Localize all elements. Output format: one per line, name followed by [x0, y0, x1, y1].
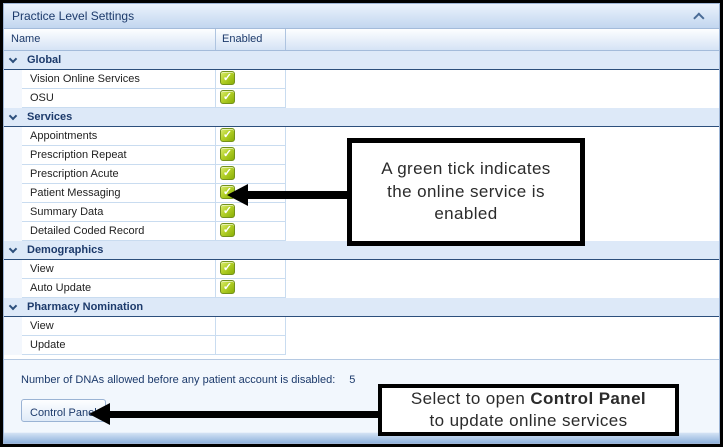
chevron-up-icon[interactable] [693, 12, 705, 24]
green-tick-icon[interactable]: ✓ [220, 280, 235, 294]
chevron-down-icon [8, 54, 18, 63]
row-indent [4, 203, 22, 222]
service-name-cell: OSU [22, 89, 216, 108]
green-tick-icon[interactable]: ✓ [220, 166, 235, 180]
table-row-view: View ✓ [4, 260, 719, 279]
column-header-enabled[interactable]: Enabled [216, 29, 286, 50]
green-tick-icon[interactable]: ✓ [220, 223, 235, 237]
chevron-down-icon [8, 244, 18, 253]
table-column-header: Name Enabled [4, 29, 719, 51]
service-name-cell: View [22, 317, 216, 336]
service-enabled-cell: ✓ [216, 146, 286, 165]
tick-annotation-arrow [245, 191, 349, 199]
service-enabled-cell: ✓ [216, 222, 286, 241]
service-enabled-cell: ✓ [216, 279, 286, 298]
cp-note-bold: Control Panel [530, 388, 647, 408]
group-label: Pharmacy Nomination [27, 301, 144, 313]
service-name-cell: Patient Messaging [22, 184, 216, 203]
row-indent [4, 184, 22, 203]
service-enabled-cell: ✓ [216, 89, 286, 108]
green-tick-icon[interactable]: ✓ [220, 71, 235, 85]
row-indent [4, 222, 22, 241]
green-tick-icon[interactable]: ✓ [220, 204, 235, 218]
dna-allowance-label: Number of DNAs allowed before any patien… [21, 374, 336, 386]
green-tick-icon[interactable]: ✓ [220, 147, 235, 161]
control-panel-annotation-line1: Select to open Control Panel [411, 388, 646, 410]
service-enabled-cell: ✓ [216, 127, 286, 146]
tick-annotation-callout: A green tick indicates the online servic… [347, 138, 585, 246]
row-indent [4, 260, 22, 279]
panel-title: Practice Level Settings [12, 9, 135, 23]
dna-allowance-value: 5 [349, 374, 356, 386]
service-enabled-cell [216, 317, 286, 336]
group-label: Services [27, 111, 73, 123]
table-row-update: Update [4, 336, 719, 355]
panel-titlebar: Practice Level Settings [4, 4, 719, 29]
panel-bottom-bar [4, 432, 719, 443]
cp-note-prefix: Select to open [410, 388, 531, 408]
green-tick-icon[interactable]: ✓ [220, 90, 235, 104]
service-name-cell: Summary Data [22, 203, 216, 222]
row-indent [4, 317, 22, 336]
green-tick-icon[interactable]: ✓ [220, 261, 235, 275]
table-row-vision-online-services: Vision Online Services ✓ [4, 70, 719, 89]
group-row-global[interactable]: Global [4, 51, 719, 70]
service-name-cell: Detailed Coded Record [22, 222, 216, 241]
control-panel-annotation-callout: Select to open Control Panel to update o… [378, 384, 679, 436]
control-panel-button[interactable]: Control Panel [21, 399, 106, 422]
group-row-pharmacy-nomination[interactable]: Pharmacy Nomination [4, 298, 719, 317]
group-row-services[interactable]: Services [4, 108, 719, 127]
service-name-cell: Update [22, 336, 216, 355]
table-row-auto-update: Auto Update ✓ [4, 279, 719, 298]
row-indent [4, 89, 22, 108]
service-name-cell: View [22, 260, 216, 279]
table-row-view: View [4, 317, 719, 336]
row-indent [4, 146, 22, 165]
service-enabled-cell: ✓ [216, 165, 286, 184]
service-name-cell: Prescription Repeat [22, 146, 216, 165]
service-name-cell: Prescription Acute [22, 165, 216, 184]
row-indent [4, 127, 22, 146]
row-indent [4, 70, 22, 89]
tick-annotation-text: A green tick indicates the online servic… [381, 159, 551, 224]
green-tick-icon[interactable]: ✓ [220, 128, 235, 142]
service-name-cell: Vision Online Services [22, 70, 216, 89]
column-header-name[interactable]: Name [4, 29, 216, 50]
dna-allowance-line: Number of DNAs allowed before any patien… [21, 374, 719, 386]
row-indent [4, 336, 22, 355]
service-name-cell: Appointments [22, 127, 216, 146]
row-indent [4, 165, 22, 184]
group-label: Global [27, 54, 62, 66]
chevron-down-icon [8, 301, 18, 310]
table-row-osu: OSU ✓ [4, 89, 719, 108]
control-panel-annotation-line2: to update online services [429, 411, 628, 430]
column-header-filler [286, 29, 719, 50]
control-panel-annotation-arrowhead-icon [89, 403, 110, 425]
service-enabled-cell [216, 336, 286, 355]
tick-annotation-arrowhead-icon [227, 184, 248, 206]
service-name-cell: Auto Update [22, 279, 216, 298]
control-panel-annotation-arrow [107, 411, 380, 418]
service-enabled-cell: ✓ [216, 70, 286, 89]
row-indent [4, 279, 22, 298]
service-enabled-cell: ✓ [216, 260, 286, 279]
chevron-down-icon [8, 111, 18, 120]
group-label: Demographics [27, 244, 104, 256]
